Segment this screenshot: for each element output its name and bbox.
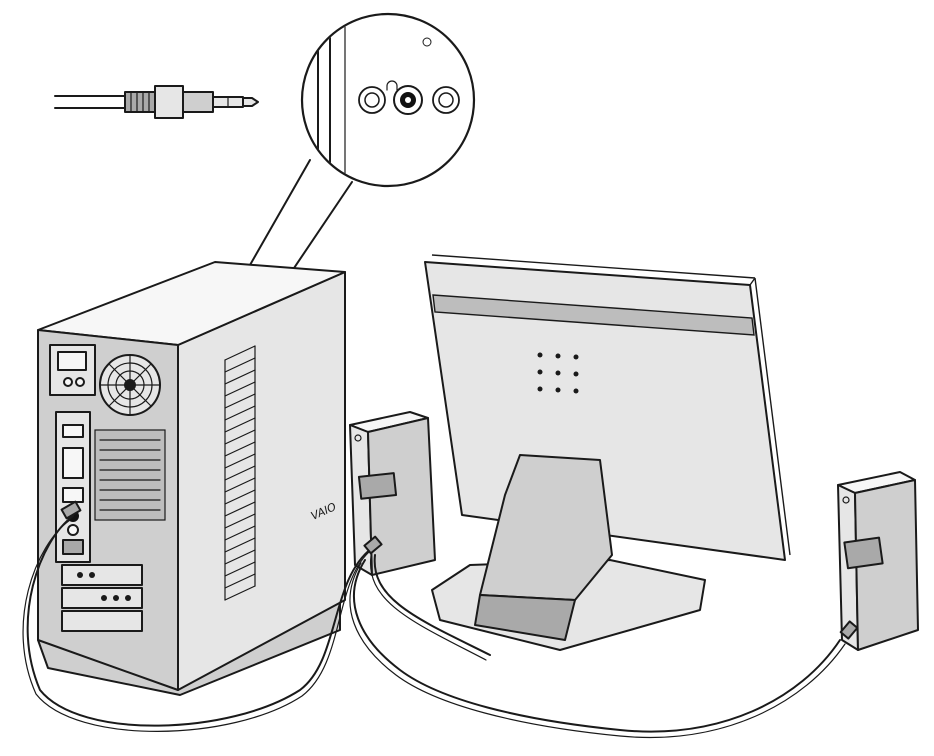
- speaker-left-front: [367, 417, 436, 576]
- expansion-slot-3: [61, 610, 143, 632]
- monitor-stand-foot: [474, 594, 576, 641]
- cable-plug-at-tower: [60, 500, 82, 520]
- stereo-mini-plug: [54, 85, 259, 119]
- side-vent: [224, 345, 256, 601]
- port-serial: [62, 487, 84, 503]
- port-ps2: [62, 424, 84, 438]
- cable-left-to-right-speaker: [353, 559, 841, 733]
- tower-pc: VAIO: [37, 261, 346, 696]
- vesa-holes: [537, 352, 579, 394]
- speaker-left: [349, 411, 436, 576]
- speaker-cables: [22, 500, 859, 739]
- expansion-slot-1: [61, 564, 143, 586]
- port-usb: [62, 539, 84, 555]
- monitor-vent: [432, 294, 755, 336]
- speaker-right-label: [843, 536, 884, 570]
- power-socket: [57, 351, 87, 371]
- cable-left-speaker-power: [373, 554, 491, 656]
- speaker-left-label: [357, 472, 398, 500]
- cable-plug-at-right-speaker: [839, 620, 859, 640]
- plug-body: [154, 85, 184, 119]
- lcd-monitor: [424, 254, 791, 651]
- plug-strain-relief: [124, 91, 156, 113]
- headphone-port-icon: [386, 80, 398, 91]
- plug-collar: [182, 91, 214, 113]
- cable-plug-at-speaker: [363, 535, 383, 555]
- port-parallel: [62, 447, 84, 479]
- cable-tower-to-left-speaker: [26, 515, 373, 727]
- speaker-right-front: [854, 479, 919, 651]
- speaker-right: [837, 471, 919, 651]
- zoom-callout: [300, 12, 476, 188]
- plug-tip: [242, 97, 259, 107]
- rear-vent: [94, 429, 166, 521]
